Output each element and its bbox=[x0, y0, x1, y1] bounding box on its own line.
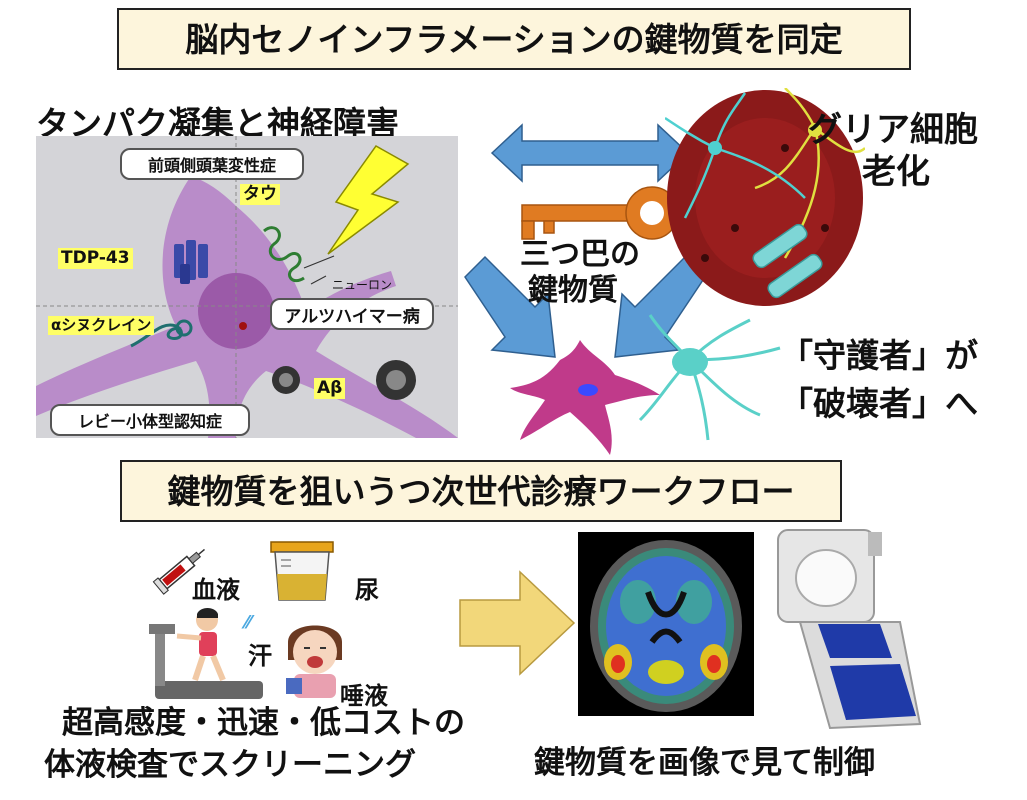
big-right-arrow bbox=[459, 570, 576, 676]
workflow-title-text: 鍵物質を狙いうつ次世代診療ワークフロー bbox=[167, 471, 795, 511]
imaging-caption: 鍵物質を画像で見て制御 bbox=[534, 745, 875, 781]
syringe-icon bbox=[152, 548, 205, 595]
double-arrow bbox=[490, 123, 690, 183]
saliva-face-icon bbox=[286, 625, 342, 698]
key-label-line1: 三つ巴の bbox=[520, 237, 640, 272]
urine-cup-icon bbox=[270, 541, 334, 601]
treadmill-runner-icon bbox=[149, 608, 263, 699]
urine-label: 尿 bbox=[355, 576, 379, 604]
arrow-down-left bbox=[614, 255, 706, 358]
alzheimers-label: アルツハイマー病 bbox=[270, 298, 434, 330]
tau-tangle bbox=[263, 226, 305, 283]
top-title-text: 脳内セノインフラメーションの鍵物質を同定 bbox=[185, 19, 843, 59]
glia-illustration bbox=[665, 88, 865, 306]
sweat-label: 汗 bbox=[248, 642, 272, 670]
center-graphics bbox=[464, 123, 706, 358]
microglia-illustration bbox=[510, 314, 781, 455]
saliva-label: 唾液 bbox=[340, 682, 388, 710]
blood-label: 血液 bbox=[192, 576, 240, 604]
guard-label-line2: 「破壊者」へ bbox=[780, 384, 978, 423]
ftd-label: 前頭側頭葉変性症 bbox=[120, 148, 304, 180]
glia-label-line2: 老化 bbox=[862, 152, 930, 192]
top-title: 脳内セノインフラメーションの鍵物質を同定 bbox=[117, 8, 911, 70]
nucleolus bbox=[239, 322, 247, 330]
abeta-plaques bbox=[272, 360, 416, 400]
pet-scanner-icon bbox=[777, 529, 922, 730]
synuclein-label: αシヌクレイン bbox=[48, 316, 155, 335]
tdp43-label: TDP-43 bbox=[58, 248, 133, 269]
key-label-line2: 鍵物質 bbox=[528, 273, 618, 308]
abeta-label: Aβ bbox=[314, 378, 346, 399]
glia-label-line1: グリア細胞 bbox=[808, 110, 978, 150]
arrow-down-right bbox=[464, 255, 556, 358]
screening-line1: 超高感度・迅速・低コストの bbox=[62, 705, 465, 741]
guard-label-line1: 「守護者」が bbox=[780, 336, 978, 375]
lewy-label: レビー小体型認知症 bbox=[50, 404, 250, 436]
tdp43-aggregate bbox=[174, 240, 208, 284]
screening-line2: 体液検査でスクリーニング bbox=[44, 747, 416, 783]
workflow-title: 鍵物質を狙いうつ次世代診療ワークフロー bbox=[120, 460, 842, 522]
brain-scan-image bbox=[578, 532, 754, 716]
neuron-panel: 前頭側頭葉変性症 タウ TDP-43 ニューロン アルツハイマー病 αシヌクレイ… bbox=[36, 136, 458, 438]
tau-label: タウ bbox=[240, 184, 280, 205]
neuron-label: ニューロン bbox=[332, 278, 393, 292]
neuron-illustration bbox=[36, 136, 458, 438]
lightning-bolt bbox=[327, 145, 410, 255]
sweat-drops-icon: ⁄⁄ bbox=[245, 612, 252, 633]
